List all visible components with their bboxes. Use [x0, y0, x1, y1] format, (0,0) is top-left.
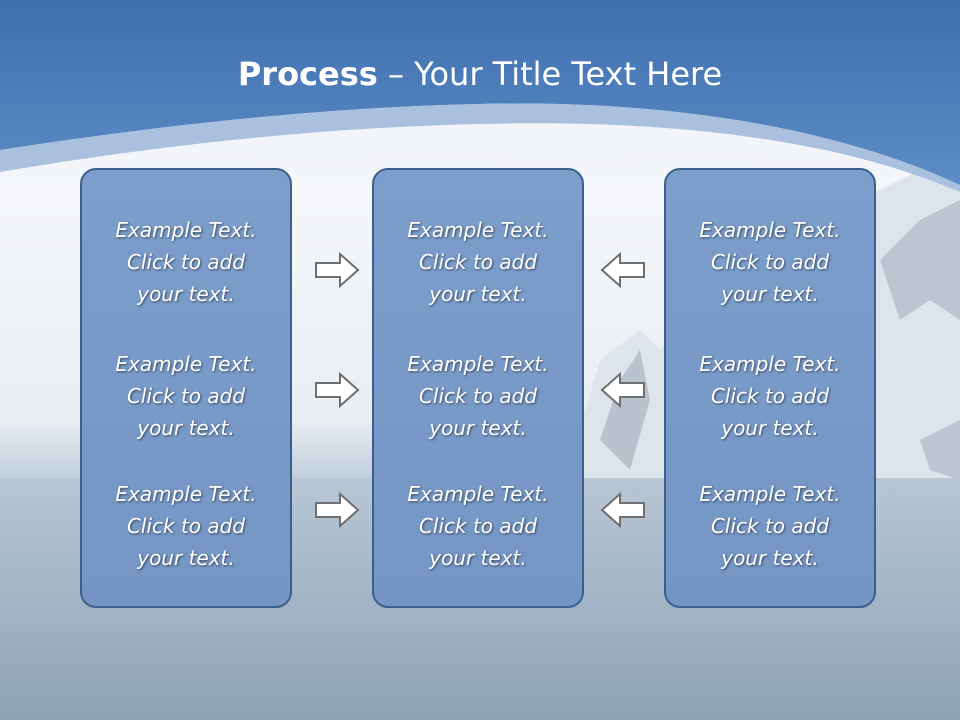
box-text[interactable]: Example Text. Click to add your text. — [115, 218, 257, 306]
arrow-right-icon — [315, 372, 360, 408]
arrow-left-icon — [600, 372, 645, 408]
arrow-right-icon — [315, 492, 360, 528]
arrow-left-icon — [600, 252, 645, 288]
title-rest: – Your Title Text Here — [377, 55, 723, 93]
box-text[interactable]: Example Text. Click to add your text. — [699, 352, 841, 440]
process-box-right[interactable]: Example Text. Click to add your text. Ex… — [664, 168, 876, 608]
process-box-center[interactable]: Example Text. Click to add your text. Ex… — [372, 168, 584, 608]
box-text[interactable]: Example Text. Click to add your text. — [699, 482, 841, 570]
arrow-right-icon — [315, 252, 360, 288]
box-text[interactable]: Example Text. Click to add your text. — [407, 352, 549, 440]
box-text[interactable]: Example Text. Click to add your text. — [407, 482, 549, 570]
box-text[interactable]: Example Text. Click to add your text. — [407, 218, 549, 306]
slide-title[interactable]: Process – Your Title Text Here — [0, 52, 960, 96]
title-bold: Process — [237, 55, 378, 93]
box-text[interactable]: Example Text. Click to add your text. — [699, 218, 841, 306]
box-text[interactable]: Example Text. Click to add your text. — [115, 482, 257, 570]
arrow-left-icon — [600, 492, 645, 528]
box-text[interactable]: Example Text. Click to add your text. — [115, 352, 257, 440]
process-box-left[interactable]: Example Text. Click to add your text. Ex… — [80, 168, 292, 608]
